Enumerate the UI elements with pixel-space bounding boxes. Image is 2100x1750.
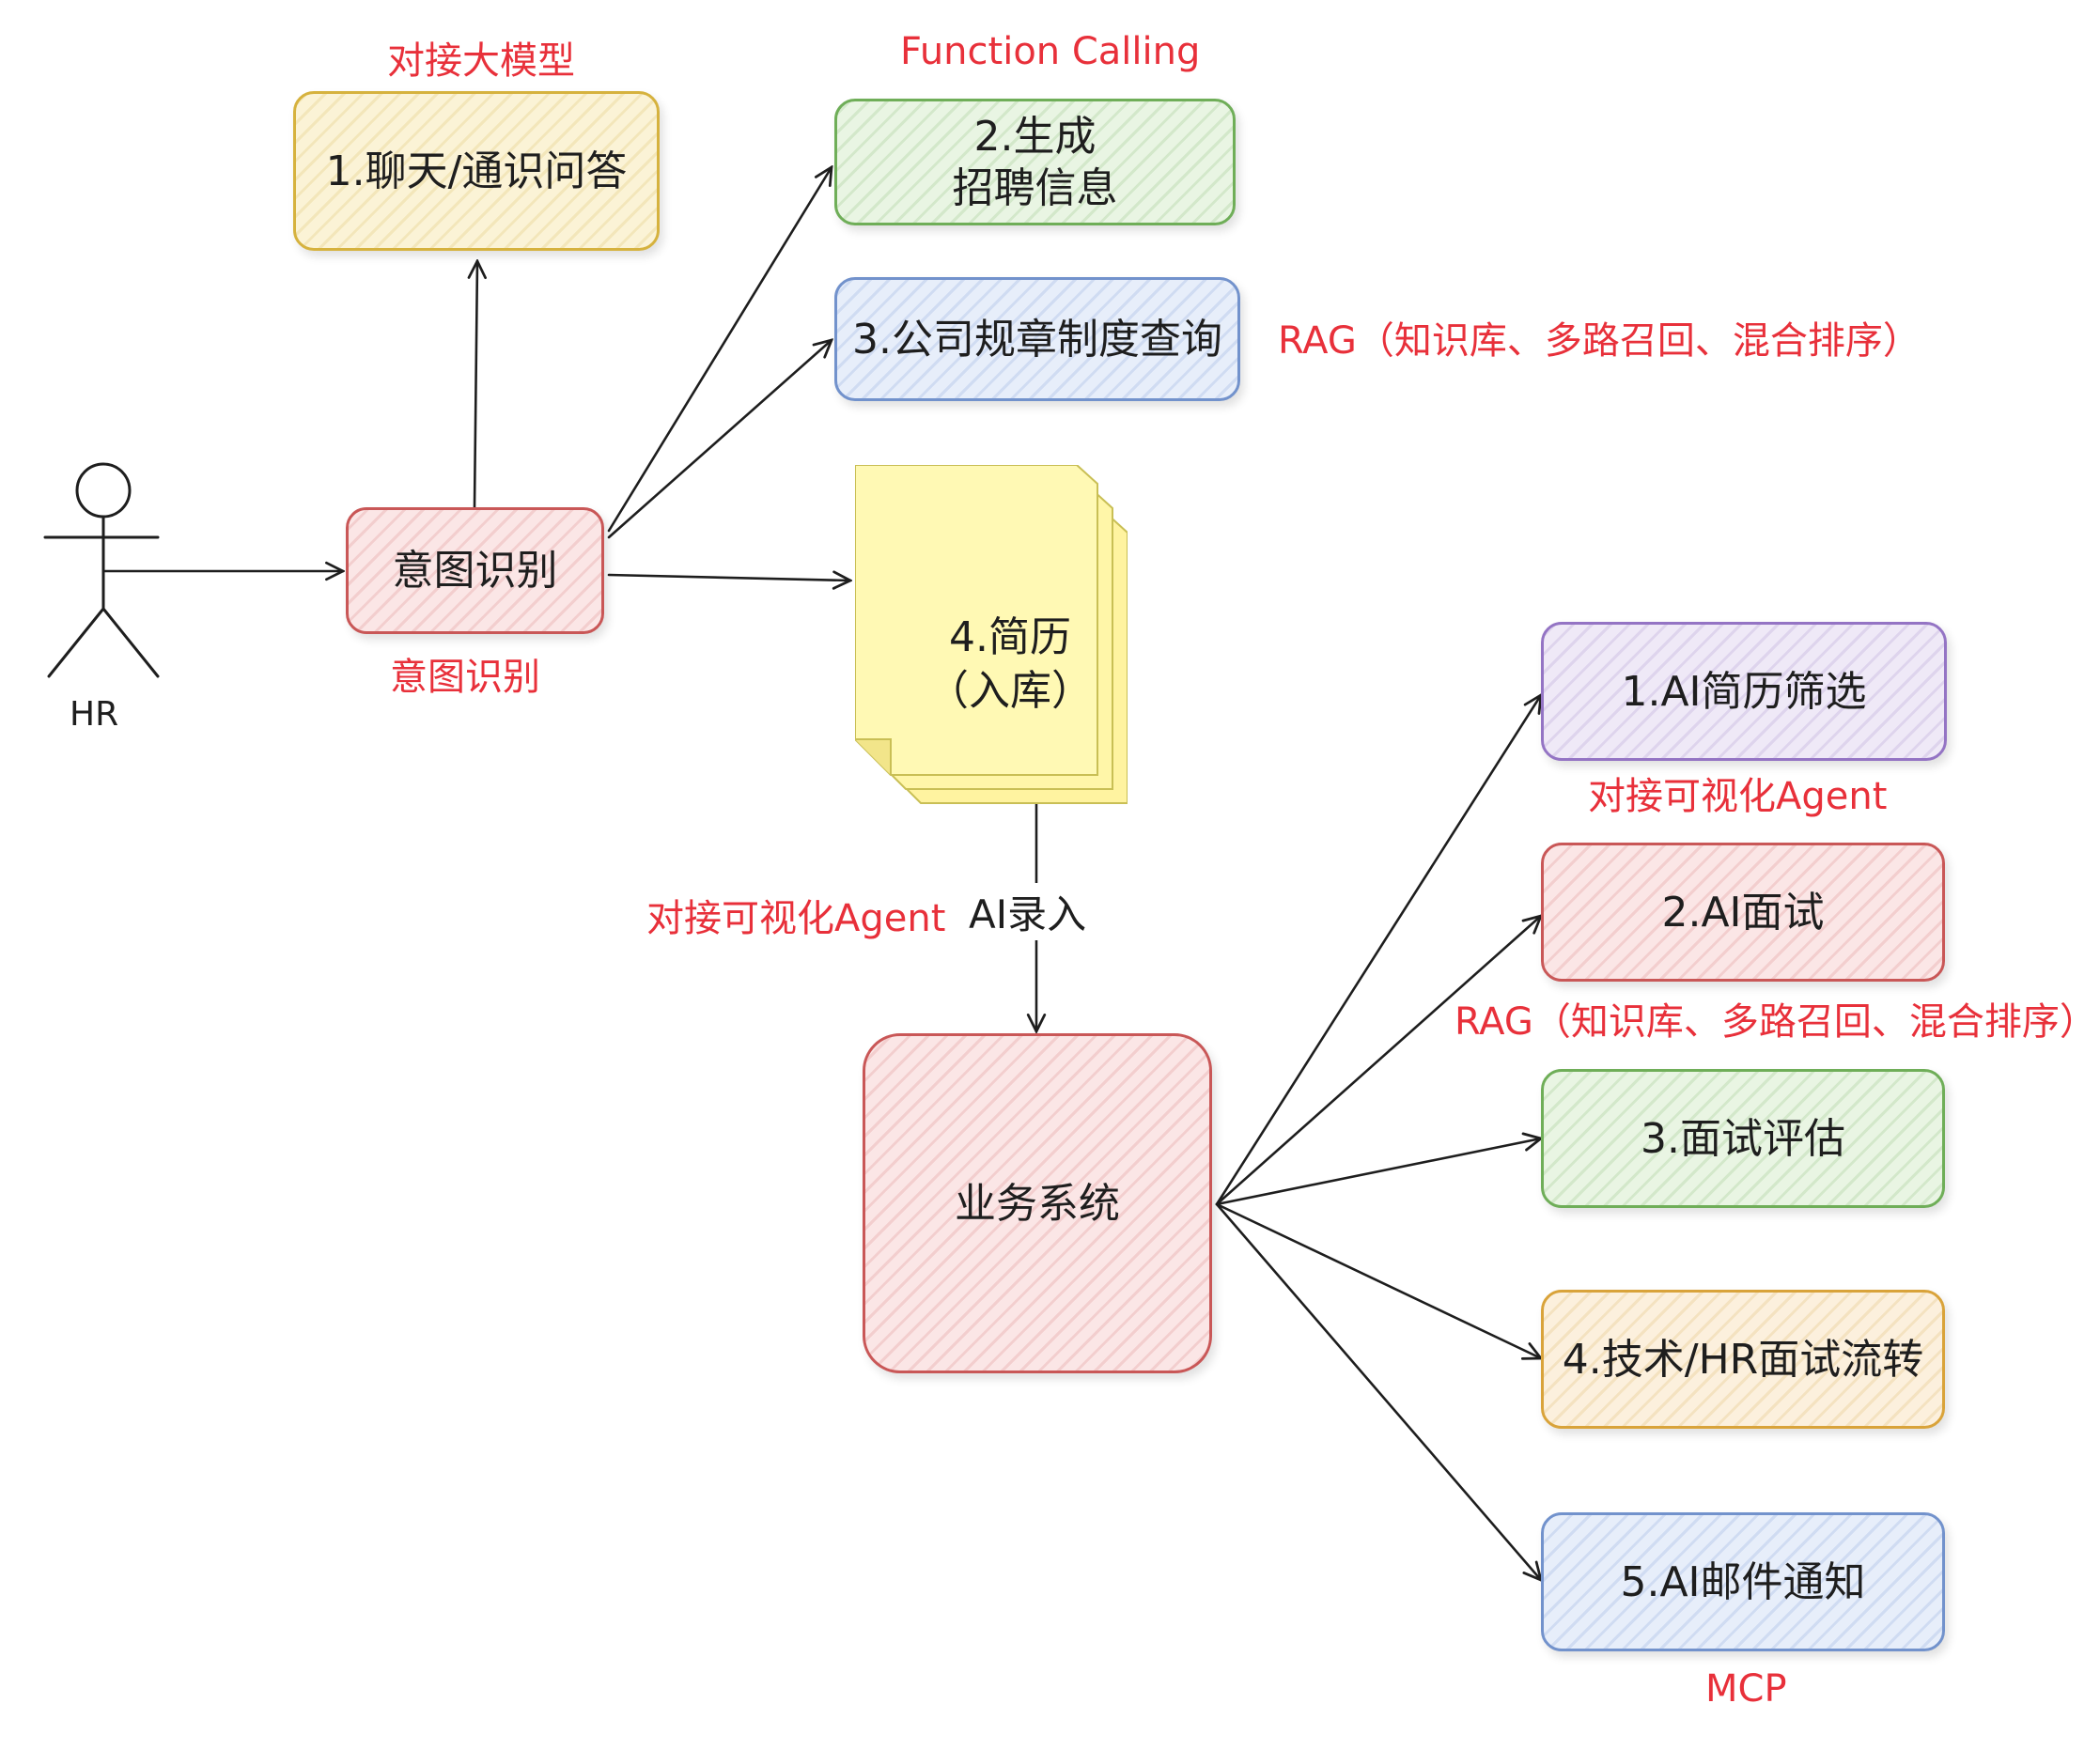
node-interview-flow[interactable]: 4.技术/HR面试流转 <box>1541 1290 1945 1429</box>
arrow-business-to-screening <box>1215 695 1541 1206</box>
node-email[interactable]: 5.AI邮件通知 <box>1541 1512 1945 1651</box>
node-email-label: 5.AI邮件通知 <box>1620 1557 1866 1606</box>
annotation-mcp: MCP <box>1705 1667 1787 1711</box>
node-evaluation-label: 3.面试评估 <box>1641 1114 1845 1163</box>
arrow-intent-to-chat <box>474 261 477 509</box>
node-intent[interactable]: 意图识别 <box>346 507 604 634</box>
arrow-business-to-flow <box>1215 1202 1541 1358</box>
node-resume[interactable]: 4.简历 （入库） <box>883 611 1137 718</box>
node-resume-line2: （入库） <box>927 667 1093 716</box>
node-business-system[interactable]: 业务系统 <box>863 1033 1212 1373</box>
annotation-intent-caption: 意图识别 <box>390 656 540 699</box>
node-policy-label: 3.公司规章制度查询 <box>852 315 1222 364</box>
annotation-llm: 对接大模型 <box>387 39 575 83</box>
annotation-ai-entry: AI录入 <box>963 883 1093 940</box>
node-interview[interactable]: 2.AI面试 <box>1541 843 1945 982</box>
annotation-rag-policy: RAG（知识库、多路召回、混合排序） <box>1278 319 1921 363</box>
arrow-business-to-evaluation <box>1215 1138 1541 1206</box>
annotation-function-calling: Function Calling <box>900 30 1201 73</box>
node-chat[interactable]: 1.聊天/通识问答 <box>293 91 660 251</box>
node-recruit-line1: 2.生成 <box>973 112 1097 161</box>
node-screening-label: 1.AI简历筛选 <box>1621 667 1867 716</box>
node-policy[interactable]: 3.公司规章制度查询 <box>834 277 1240 401</box>
arrow-intent-to-policy <box>607 340 832 539</box>
node-recruit-line2: 招聘信息 <box>952 163 1118 212</box>
annotation-rag-interview: RAG（知识库、多路召回、混合排序） <box>1454 1000 2097 1044</box>
actor-label: HR <box>70 695 119 734</box>
arrow-business-to-interview <box>1215 916 1541 1206</box>
node-business-label: 业务系统 <box>955 1179 1120 1228</box>
node-interview-label: 2.AI面试 <box>1661 888 1825 937</box>
resume-document-icon <box>855 465 1128 804</box>
node-intent-label: 意图识别 <box>392 547 558 595</box>
hr-actor-icon <box>43 462 160 678</box>
arrow-intent-to-resume <box>607 575 850 581</box>
node-evaluation[interactable]: 3.面试评估 <box>1541 1069 1945 1208</box>
node-flow-label: 4.技术/HR面试流转 <box>1562 1335 1924 1384</box>
annotation-agent-entry: 对接可视化Agent <box>646 897 946 940</box>
node-resume-line1: 4.简历 <box>949 613 1071 661</box>
annotation-agent-screening: 对接可视化Agent <box>1588 775 1888 818</box>
arrow-intent-to-recruit <box>607 167 832 533</box>
arrow-business-to-email <box>1215 1202 1541 1580</box>
node-recruit[interactable]: 2.生成 招聘信息 <box>834 99 1236 225</box>
node-screening[interactable]: 1.AI简历筛选 <box>1541 622 1947 761</box>
node-chat-label: 1.聊天/通识问答 <box>325 147 628 195</box>
